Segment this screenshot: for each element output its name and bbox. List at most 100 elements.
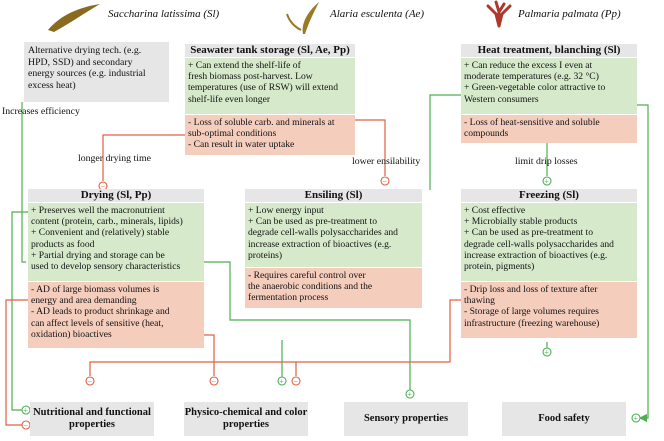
alternative-drying-box: Alternative drying tech. (e.g. HPD, SSD)…: [24, 42, 169, 102]
heat-positives: + Can reduce the excess I even at modera…: [461, 58, 637, 114]
heat-title: Heat treatment, blanching (Sl): [461, 44, 637, 57]
seawater-title: Seawater tank storage (Sl, Ae, Pp): [185, 44, 355, 57]
text-line: content (protein, carb., minerals, lipid…: [31, 216, 183, 228]
text-line: Alternative drying tech. (e.g.: [28, 45, 142, 56]
text-line: + Can extend the shelf-life of: [188, 60, 301, 71]
positive-node: [542, 347, 552, 357]
plus-sign: +: [279, 377, 284, 386]
text-line: + Convenient and (relatively) stable: [31, 227, 170, 239]
text-line: degrade cell-walls polysaccharides and: [464, 238, 614, 250]
text-line: proteins): [248, 249, 283, 261]
arrow-heat-to-food-safety: [636, 104, 649, 423]
text-line: shelf-life even longer: [188, 93, 271, 105]
label-lower-ensilability: lower ensilability: [352, 156, 421, 167]
arrow-drying-neg-nutritional: [5, 299, 28, 426]
negative-node: [209, 376, 219, 386]
text-line: - Requires careful control over: [248, 270, 366, 281]
negative-node: [291, 376, 301, 386]
text-line: + Can be used as pre-treatment to: [248, 216, 378, 228]
outcome-food-safety: Food safety: [502, 402, 626, 436]
negative-node: [85, 376, 95, 386]
kelp-icon: [48, 4, 100, 32]
ensiling-negatives: - Requires careful control over the anae…: [245, 268, 422, 308]
text-line: used to develop sensory characteristics: [31, 261, 181, 273]
minus-sign: −: [101, 182, 106, 191]
drying-negatives: - AD of large biomass volumes is energy …: [28, 282, 204, 348]
negative-node: [380, 176, 390, 186]
text-line: the anaerobic conditions and the: [248, 281, 373, 293]
plus-sign: +: [407, 390, 412, 399]
text-line: products as food: [31, 238, 95, 250]
text-line: infrastructure (freezing warehouse): [464, 317, 600, 329]
text-line: oxidation) bioactives: [31, 328, 112, 340]
text-line: increase extraction of bioactives (e.g.: [464, 249, 608, 261]
arrow-drying-nutritional: [11, 211, 28, 411]
text-line: - AD leads to product shrinkage and: [31, 306, 170, 318]
text-line: + Low energy input: [248, 205, 324, 216]
text-line: thawing: [464, 295, 495, 307]
text-line: + Cost effective: [464, 205, 526, 216]
freezing-positives: + Cost effective + Microbially stable pr…: [461, 203, 637, 281]
outcome-sensory: Sensory properties: [344, 402, 468, 436]
text-line: - AD of large biomass volumes is: [31, 284, 160, 295]
arrow-freezing-neg: [89, 299, 461, 376]
positive-node: [542, 176, 552, 186]
minus-sign: −: [294, 377, 299, 386]
minus-sign: −: [383, 177, 388, 186]
text-line: - Drip loss and loss of texture after: [464, 284, 598, 295]
palmaria-icon: [486, 0, 512, 28]
text-line: + Green-vegetable color attractive to: [464, 82, 606, 94]
text-line: moderate temperatures (e.g. 32 °C): [464, 71, 599, 83]
outcome-nutritional: Nutritional and functional properties: [30, 402, 154, 436]
text-line: temperatures (use of RSW) will extend: [188, 82, 338, 94]
drying-title: Drying (Sl, Pp): [28, 189, 204, 202]
drying-positives: + Preserves well the macronutrient conte…: [28, 203, 204, 281]
text-line: increase extraction of bioactives (e.g.: [248, 238, 392, 250]
positive-node: [277, 376, 287, 386]
text-line: energy sources (e.g. industrial: [28, 68, 146, 79]
arrow-heat-green: [429, 94, 461, 190]
label-limit-drip-losses: limit drip losses: [515, 156, 578, 167]
text-line: - Loss of heat-sensitive and soluble: [464, 117, 600, 128]
freezing-negatives: - Drip loss and loss of texture after th…: [461, 282, 637, 338]
positive-node: [405, 389, 415, 399]
text-line: + Can reduce the excess I even at: [464, 60, 593, 71]
heat-negatives: - Loss of heat-sensitive and soluble com…: [461, 115, 637, 143]
minus-sign: −: [24, 421, 29, 430]
text-line: compounds: [464, 128, 509, 140]
text-line: energy and area demanding: [31, 295, 137, 307]
positive-node: [631, 413, 641, 423]
species-saccharina: Saccharina latissima (Sl): [108, 8, 220, 20]
ensiling-positives: + Low energy input + Can be used as pre-…: [245, 203, 422, 267]
ensiling-title: Ensiling (Sl): [245, 189, 422, 202]
text-line: Western consumers: [464, 93, 539, 105]
text-line: excess heat): [28, 79, 76, 91]
label-longer-drying-time: longer drying time: [78, 153, 151, 164]
text-line: + Can be used as pre-treatment to: [464, 227, 594, 239]
text-line: can affect levels of sensitive (heat,: [31, 317, 164, 329]
text-line: sub-optimal conditions: [188, 128, 277, 140]
plus-sign: +: [544, 348, 549, 357]
arrow-increases-efficiency: [21, 102, 26, 263]
text-line: degrade cell-walls polysaccharides and: [248, 227, 398, 239]
minus-sign: −: [212, 377, 217, 386]
text-line: - Storage of large volumes requires: [464, 306, 599, 318]
text-line: protein, pigments): [464, 261, 535, 273]
species-palmaria: Palmaria palmata (Pp): [518, 8, 621, 20]
text-line: + Partial drying and storage can be: [31, 249, 165, 261]
minus-sign: −: [88, 377, 93, 386]
arrow-drying-physico: [200, 261, 411, 390]
text-line: + Microbially stable products: [464, 216, 578, 228]
species-alaria: Alaria esculenta (Ae): [330, 8, 425, 20]
plus-sign: +: [633, 414, 638, 423]
text-line: - Can result in water uptake: [188, 139, 295, 151]
text-line: fresh biomass post-harvest. Low: [188, 71, 313, 83]
text-line: - Loss of soluble carb. and minerals at: [188, 117, 335, 128]
seawater-negatives: - Loss of soluble carb. and minerals at …: [185, 115, 355, 155]
arrow-lower-ensilability: [355, 119, 386, 176]
text-line: + Preserves well the macronutrient: [31, 205, 165, 216]
plus-sign: +: [544, 177, 549, 186]
text-line: fermentation process: [248, 292, 329, 304]
label-increases-efficiency: Increases efficiency: [2, 106, 80, 117]
